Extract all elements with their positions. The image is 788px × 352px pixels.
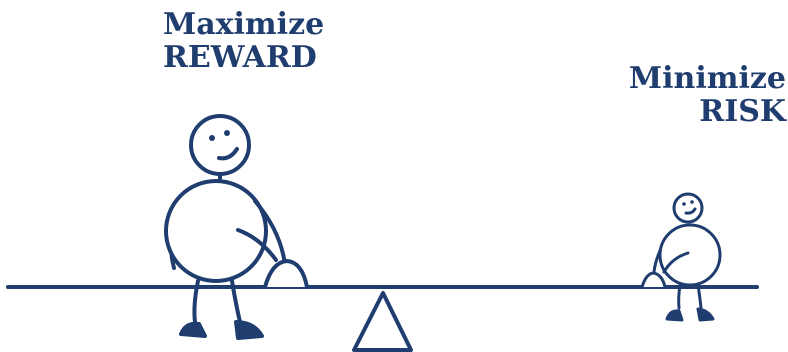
small-figure-left-leg xyxy=(679,285,680,308)
large-stick-figure xyxy=(166,116,307,338)
small-figure-head xyxy=(674,194,702,222)
small-figure-right-eye xyxy=(690,200,694,204)
large-figure-right-eye xyxy=(224,130,230,136)
large-figure-left-leg xyxy=(194,281,198,322)
small-figure-left-eye xyxy=(682,202,686,206)
small-stick-figure xyxy=(642,194,720,320)
small-figure-right-foot xyxy=(698,309,713,320)
large-figure-head xyxy=(191,116,249,174)
small-figure-body xyxy=(660,225,720,285)
large-figure-right-foot xyxy=(236,322,262,338)
fulcrum-triangle xyxy=(354,293,411,350)
large-figure-left-eye xyxy=(209,135,215,141)
large-figure-body xyxy=(166,181,266,281)
large-figure-left-foot xyxy=(181,324,205,336)
large-figure-hand xyxy=(265,261,307,287)
small-figure-left-foot xyxy=(667,311,682,320)
small-figure-hand xyxy=(642,273,665,287)
